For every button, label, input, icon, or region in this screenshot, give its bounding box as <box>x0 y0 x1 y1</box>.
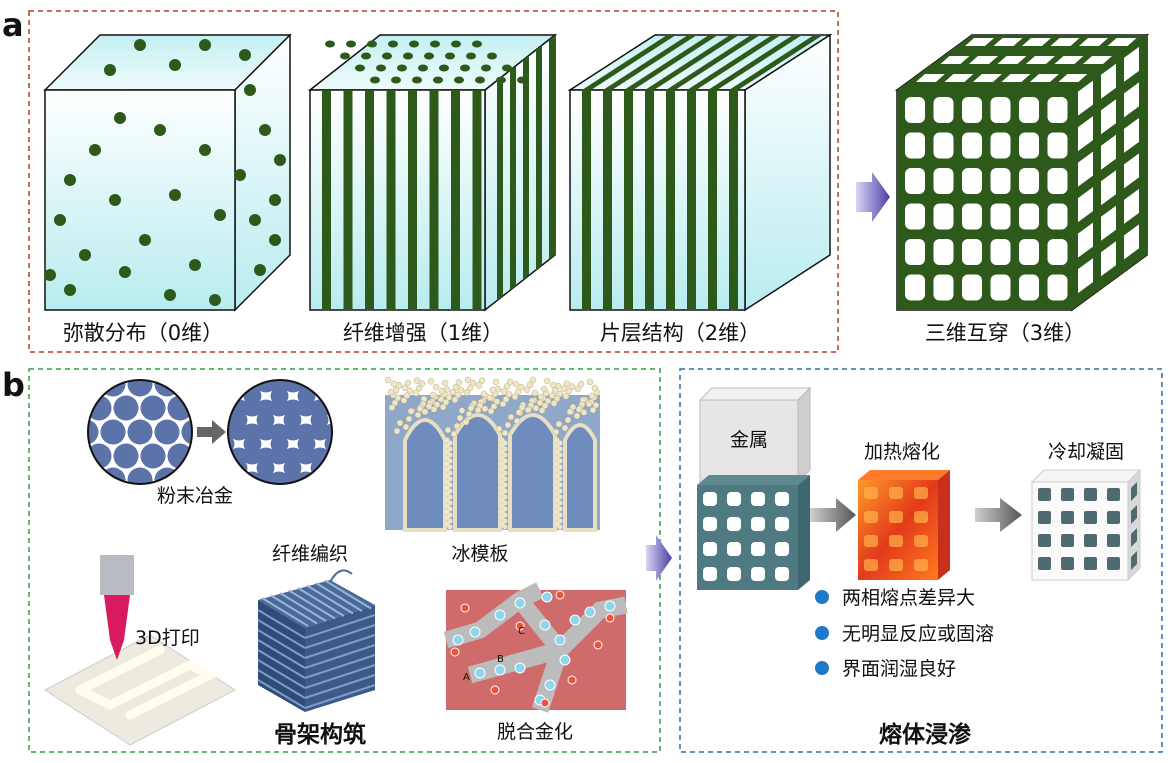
cube-dispersed <box>43 33 292 312</box>
3d-printing-illustration <box>44 555 236 746</box>
label-fiber-weaving: 纤维编织 <box>272 543 348 565</box>
cube-illustrations <box>43 33 1150 312</box>
infiltration-title: 熔体浸渗 <box>879 721 972 748</box>
scaffold-title: 骨架构筑 <box>274 721 366 748</box>
caption-0d: 弥散分布（0维） <box>63 321 223 345</box>
label-powder-metallurgy: 粉末冶金 <box>157 485 233 507</box>
marker-a: A <box>463 672 470 683</box>
cube-fiber <box>307 33 558 312</box>
cube-interpenetrating <box>894 33 1150 312</box>
arrow-right-icon <box>646 535 672 581</box>
molten-cube <box>858 470 950 580</box>
caption-3d: 三维互穿（3维） <box>925 321 1085 345</box>
label-ice-template: 冰模板 <box>451 543 508 565</box>
fiber-weaving-illustration <box>257 569 376 712</box>
label-metal: 金属 <box>730 429 768 451</box>
marker-b: B <box>497 654 504 665</box>
bullet-icon <box>815 661 829 675</box>
bullet-icon <box>815 590 829 604</box>
label-dealloying: 脱合金化 <box>497 721 573 743</box>
caption-2d: 片层结构（2维） <box>600 321 760 345</box>
powder-metallurgy-illustration <box>87 379 333 485</box>
ice-template-illustration <box>384 376 601 532</box>
arrow-right-icon <box>975 498 1022 532</box>
bullet-icon <box>815 626 829 640</box>
caption-1d: 纤维增强（1维） <box>343 321 503 345</box>
dealloying-illustration: A B C <box>443 582 628 713</box>
label-3d-printing: 3D打印 <box>135 627 200 649</box>
condition-3: 界面润湿良好 <box>842 658 956 680</box>
panel-b-label: b <box>2 366 25 404</box>
label-cooling-solidification: 冷却凝固 <box>1048 441 1124 463</box>
solidified-cube <box>1030 468 1142 582</box>
label-heating-melting: 加热熔化 <box>864 441 940 463</box>
condition-2: 无明显反应或固溶 <box>842 623 994 645</box>
cube-lamellar <box>567 33 833 312</box>
marker-c: C <box>518 626 525 637</box>
condition-1: 两相熔点差异大 <box>842 587 975 609</box>
arrow-right-icon <box>810 498 856 532</box>
scaffold-lattice <box>697 475 810 590</box>
arrow-right-icon <box>856 172 890 222</box>
arrow-right-icon <box>197 420 226 444</box>
panel-a-label: a <box>2 6 24 44</box>
